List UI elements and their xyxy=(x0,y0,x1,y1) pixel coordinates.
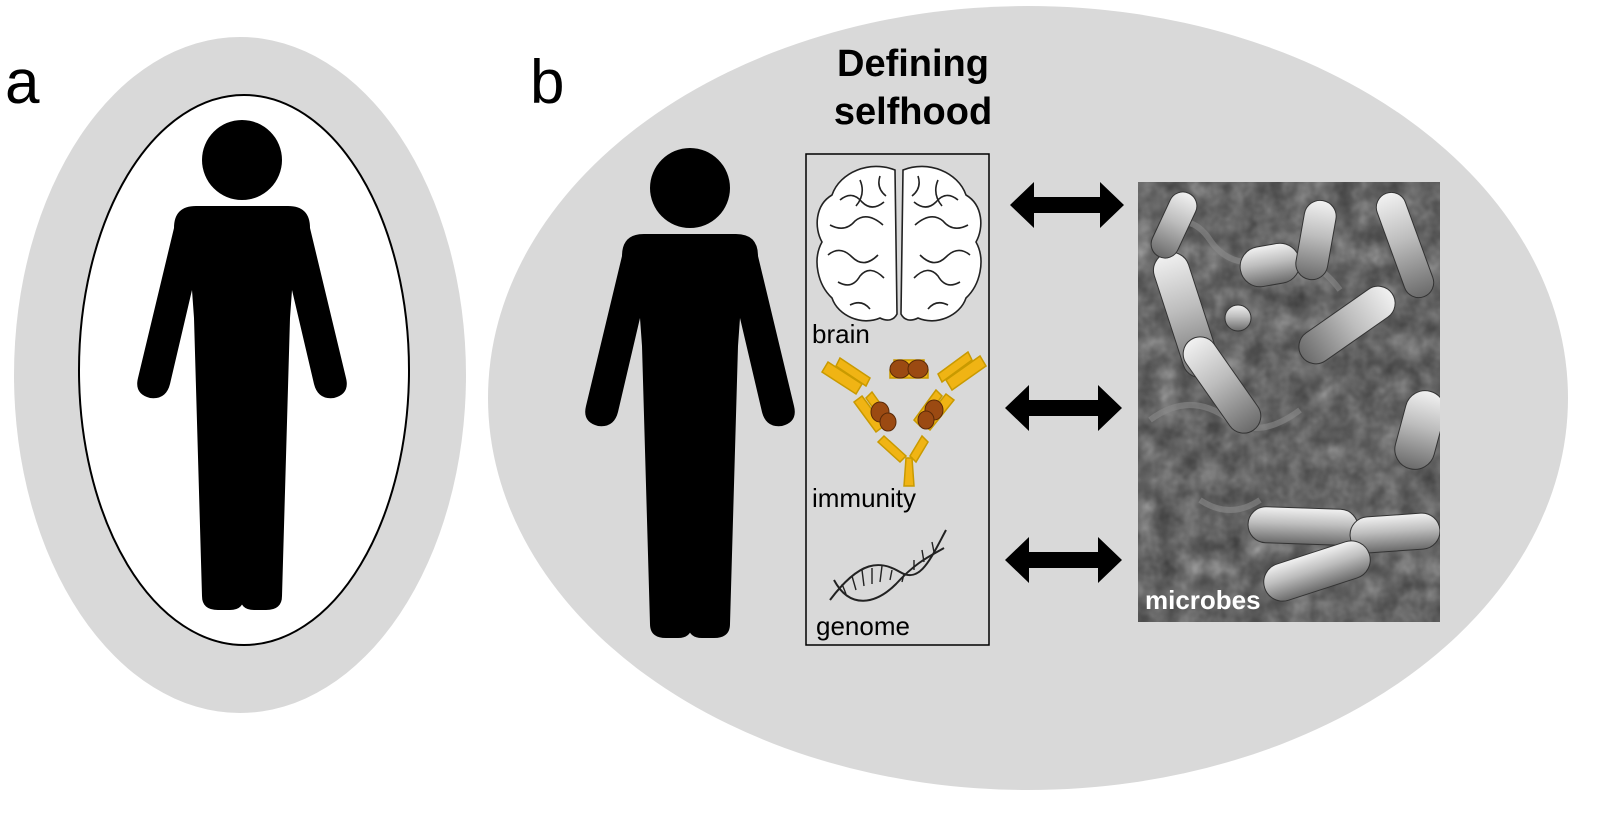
panel-a-label: a xyxy=(5,48,40,117)
arrow-genome xyxy=(1005,537,1122,583)
antibody-icon xyxy=(820,350,988,487)
panel-a xyxy=(14,37,466,713)
immunity-label: immunity xyxy=(812,483,917,513)
dna-icon xyxy=(829,529,947,602)
arrow-brain xyxy=(1010,182,1124,228)
brain-label: brain xyxy=(812,319,870,349)
person-silhouette-a xyxy=(137,120,347,610)
person-silhouette-b xyxy=(585,148,795,638)
diagram-title: Defining selfhood xyxy=(833,43,993,133)
panel-b-label: b xyxy=(530,48,565,117)
microbes-label: microbes xyxy=(1145,585,1261,615)
panel-b xyxy=(488,6,1568,790)
genome-label: genome xyxy=(816,611,910,641)
arrow-immunity xyxy=(1005,385,1122,431)
brain-icon xyxy=(816,165,982,322)
bacteria-micrograph xyxy=(1138,182,1440,622)
